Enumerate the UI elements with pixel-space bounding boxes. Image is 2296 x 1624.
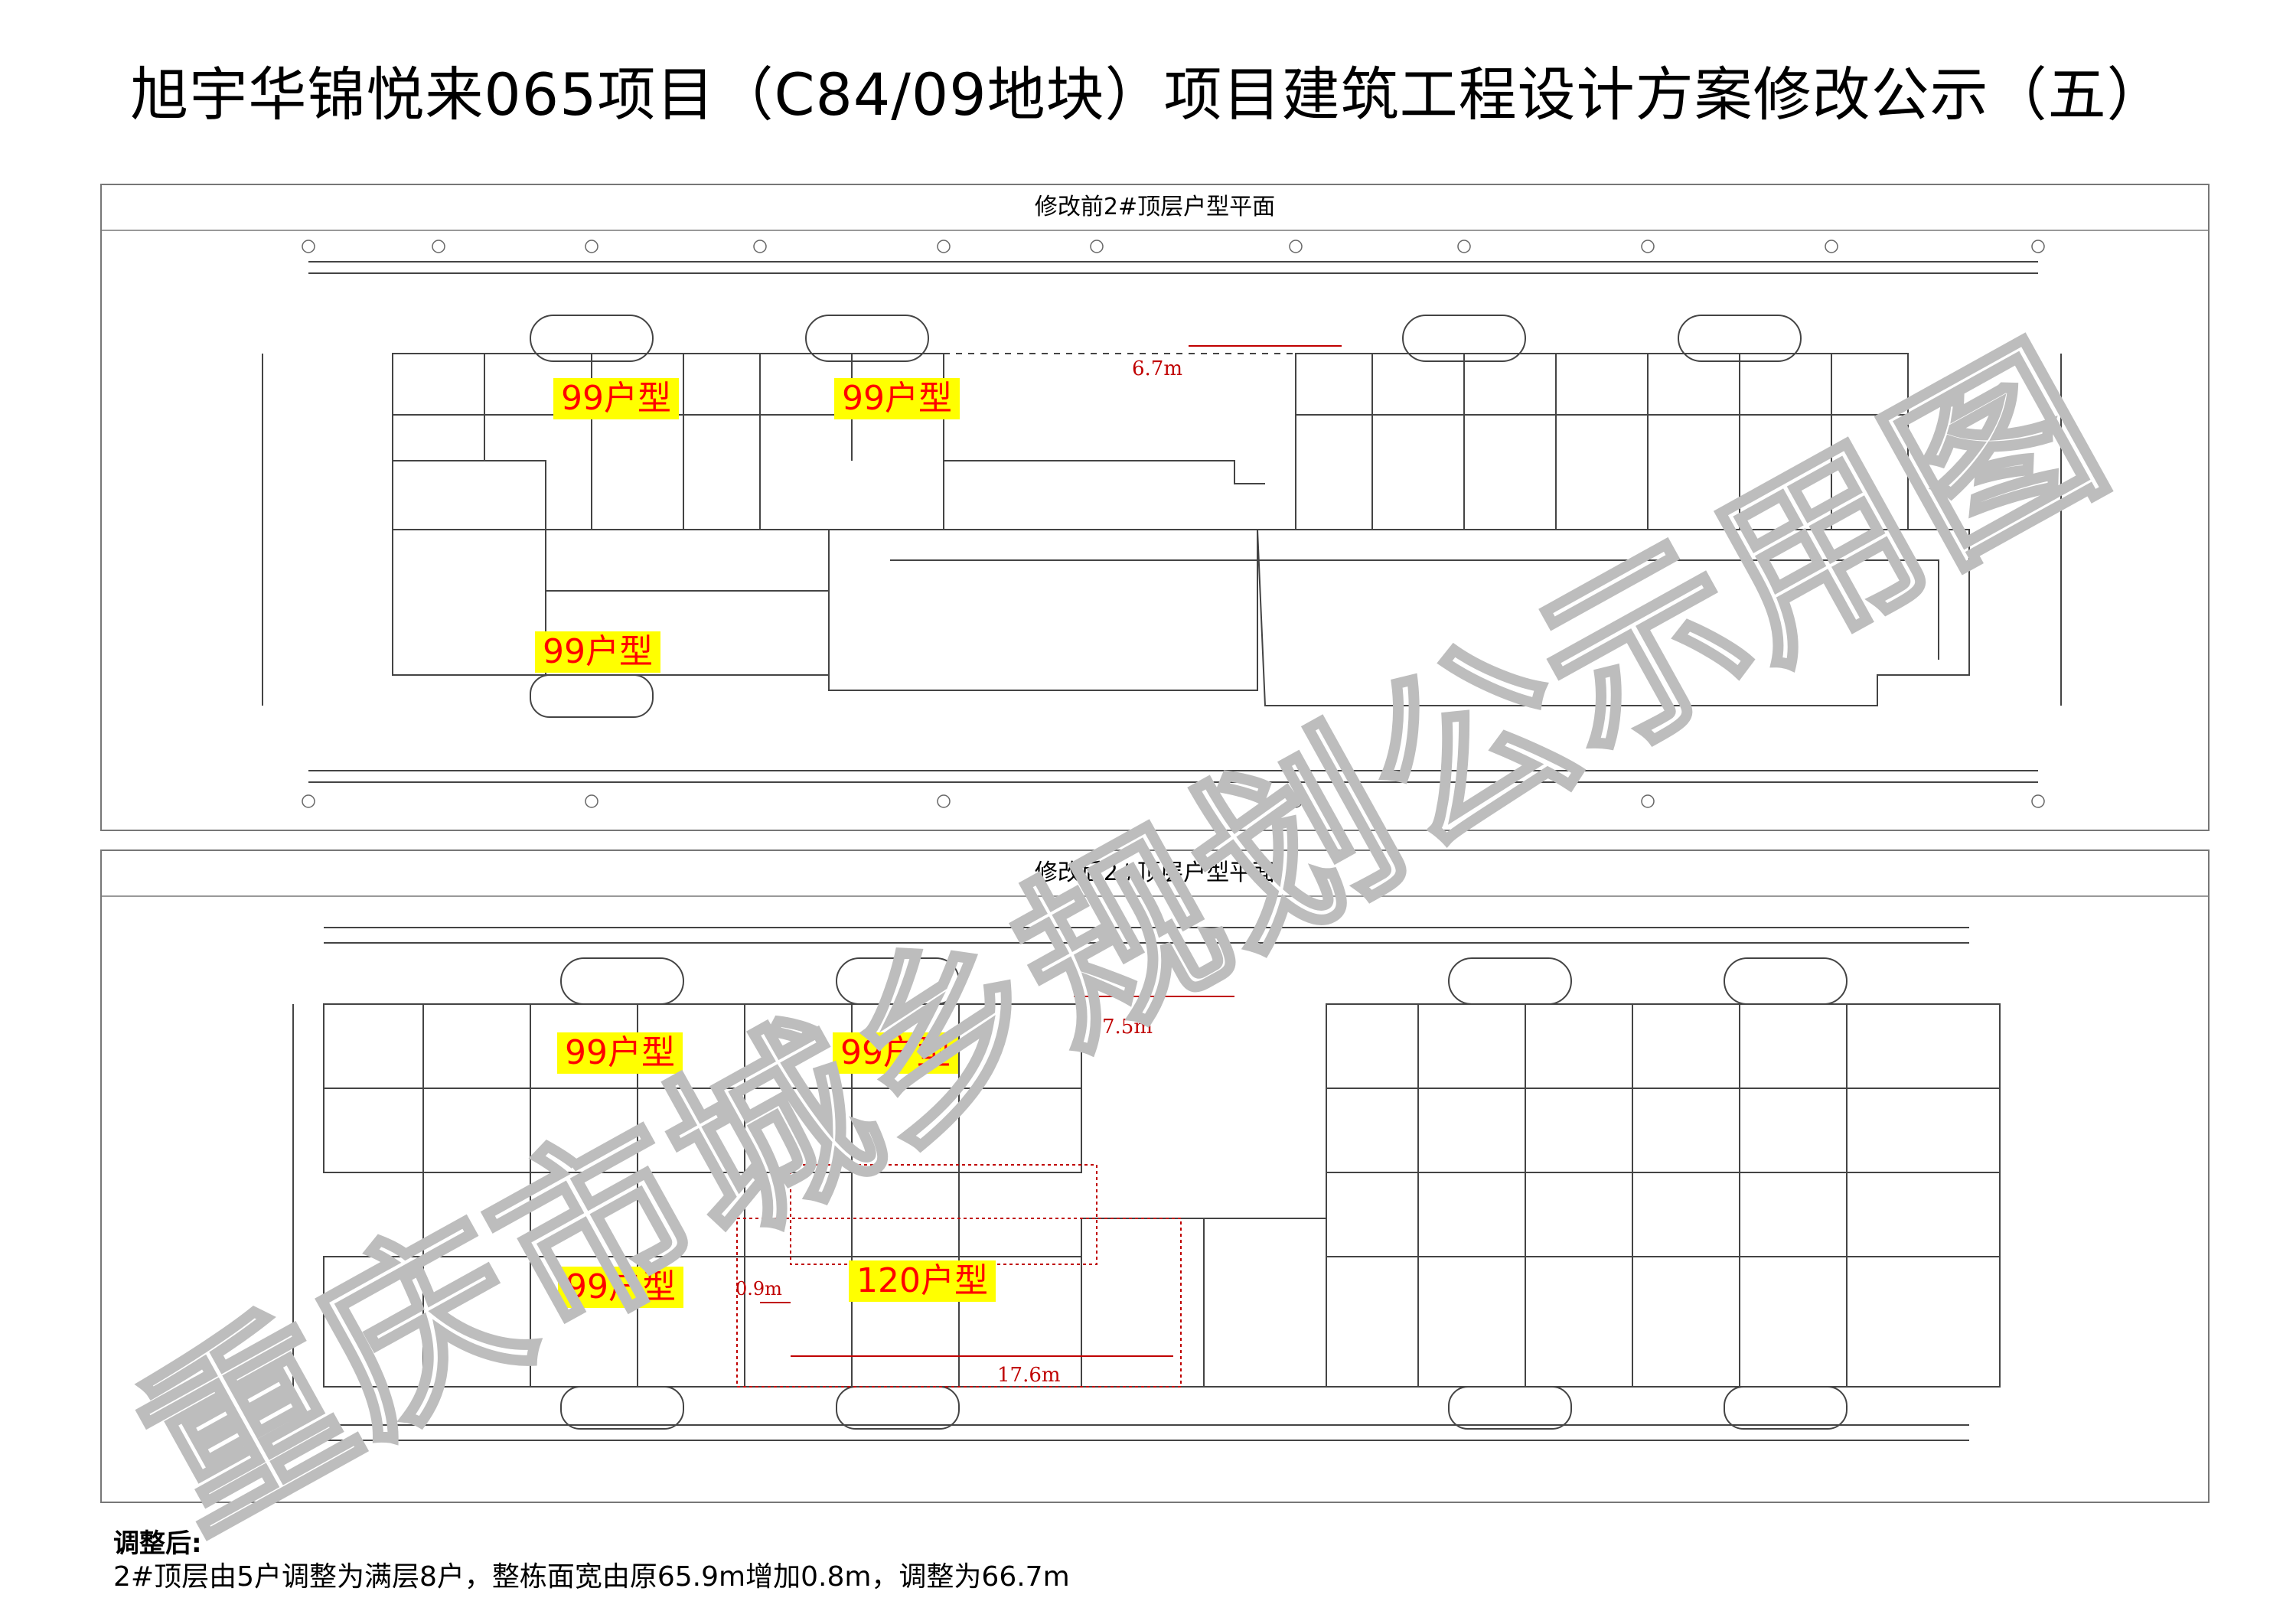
unit-label-after-4: 120户型 <box>849 1260 996 1302</box>
dimension-label-after-1: 7.5m <box>1102 1016 1153 1039</box>
plan-heading-after: 修改后2#顶层户型平面 <box>102 851 2208 897</box>
unit-label-before-2: 99户型 <box>834 378 960 419</box>
notes-body: 2#顶层由5户调整为满层8户，整栋面宽由原65.9m增加0.8m，调整为66.7… <box>113 1561 1070 1593</box>
plan-panel-before: 修改前2#顶层户型平面 <box>100 184 2210 831</box>
dimension-label-before: 6.7m <box>1132 357 1183 380</box>
floor-plan-before <box>262 240 2062 808</box>
plan-heading-before: 修改前2#顶层户型平面 <box>102 185 2208 231</box>
dimension-label-after-3: 17.6m <box>997 1364 1061 1387</box>
dimension-label-after-2: 0.9m <box>735 1278 782 1300</box>
plan-panel-after: 修改后2#顶层户型平面 <box>100 850 2210 1503</box>
unit-label-before-1: 99户型 <box>553 378 679 419</box>
unit-label-before-3: 99户型 <box>535 631 660 673</box>
page-title: 旭宇华锦悦来065项目（C84/09地块）项目建筑工程设计方案修改公示（五） <box>130 60 2166 129</box>
unit-label-after-2: 99户型 <box>833 1032 958 1074</box>
unit-label-after-3: 99户型 <box>558 1267 683 1308</box>
unit-label-after-1: 99户型 <box>557 1032 683 1074</box>
floor-plan-after <box>292 927 2001 1441</box>
notes-heading: 调整后: <box>113 1528 202 1559</box>
adjustment-notes: 调整后: 2#顶层由5户调整为满层8户，整栋面宽由原65.9m增加0.8m，调整… <box>113 1528 1070 1595</box>
